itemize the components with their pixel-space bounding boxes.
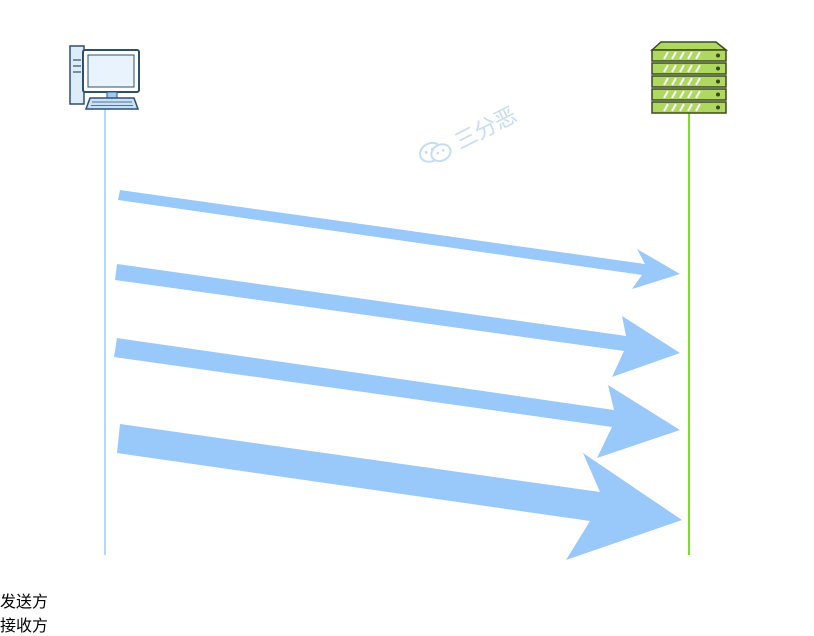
watermark: 三分恶 [411, 70, 572, 178]
arrow-4 [117, 424, 682, 560]
desktop-computer-icon [69, 45, 140, 110]
arrow-3 [114, 338, 680, 458]
diagram-canvas [69, 41, 729, 560]
receiver-label: 接收方 [0, 616, 49, 635]
sequence-diagram: 发送方 接收方 三分恶 [0, 41, 729, 635]
server-rack-icon [650, 41, 729, 114]
arrow-1 [118, 190, 680, 289]
arrow-2 [115, 264, 680, 377]
wechat-icon [419, 141, 452, 163]
sender-label: 发送方 [0, 592, 49, 611]
